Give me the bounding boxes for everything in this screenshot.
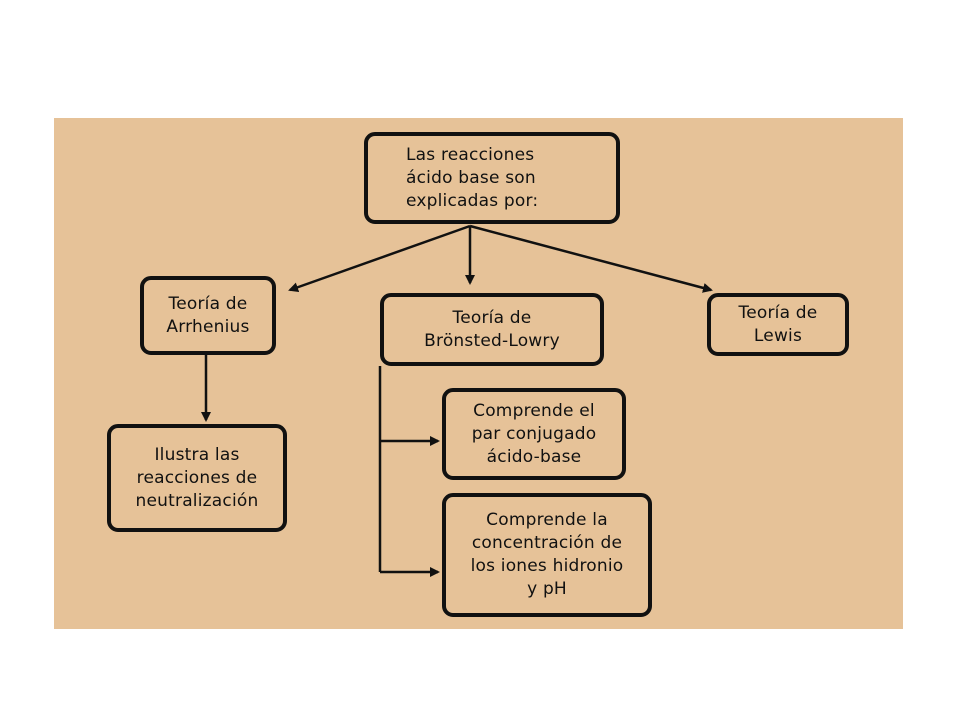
node-par-conjugado-text: Comprende el par conjugado ácido-base — [471, 400, 597, 467]
node-lewis: Teoría de Lewis — [707, 293, 849, 356]
concept-map: Las reacciones ácido base son explicadas… — [54, 118, 903, 629]
node-lewis-text: Teoría de Lewis — [738, 302, 818, 346]
arrow-root-to-lewis — [469, 224, 713, 293]
node-concentracion-text: Comprende la concentración de los iones … — [470, 510, 624, 599]
node-concentracion: Comprende la concentración de los iones … — [442, 493, 652, 617]
node-par-conjugado: Comprende el par conjugado ácido-base — [442, 388, 626, 480]
node-root-text: Las reacciones ácido base son explicadas… — [406, 144, 539, 211]
node-neutralizacion-text: Ilustra las reacciones de neutralización — [135, 444, 259, 511]
connector-layer — [201, 224, 713, 577]
node-arrhenius-text: Teoría de Arrhenius — [166, 293, 250, 337]
node-bronsted: Teoría de Brönsted-Lowry — [380, 293, 604, 366]
node-root: Las reacciones ácido base son explicadas… — [364, 132, 620, 224]
node-bronsted-text: Teoría de Brönsted-Lowry — [424, 307, 560, 351]
node-neutralizacion: Ilustra las reacciones de neutralización — [107, 424, 287, 532]
arrow-root-to-arrhenius — [288, 224, 471, 293]
node-arrhenius: Teoría de Arrhenius — [140, 276, 276, 355]
